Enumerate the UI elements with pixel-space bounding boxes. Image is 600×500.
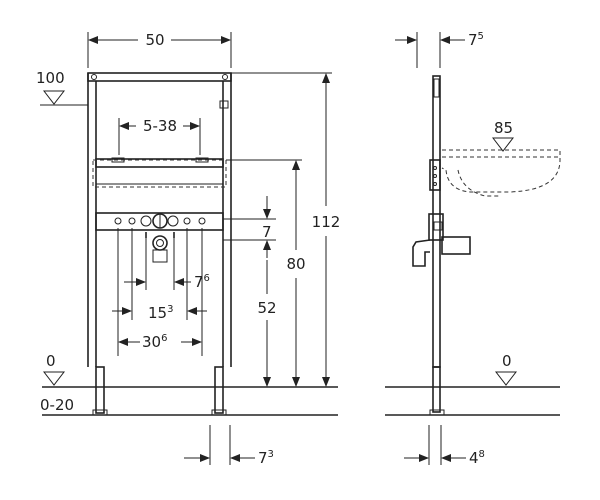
dim-side-foot-offset-label: 48	[469, 449, 485, 467]
dim-spacing-b: 153	[112, 304, 207, 322]
dim-height-mid-label: 80	[286, 255, 305, 273]
dim-range-inner: 5-38	[118, 117, 201, 155]
level-zero-marker: 0	[42, 352, 66, 386]
dim-height-total: 112	[312, 73, 341, 387]
dim-side-foot-offset: 48	[404, 425, 485, 467]
dim-height-mid: 80	[286, 160, 306, 387]
foot-range-label: 0-20	[40, 396, 74, 414]
level-basin-label: 85	[494, 119, 513, 137]
side-view: 75 85	[385, 31, 561, 467]
dim-height-total-label: 112	[312, 213, 341, 231]
dim-side-top-offset-label: 75	[468, 31, 484, 49]
basin-outline	[441, 149, 561, 197]
level-basin-marker: 85	[491, 119, 515, 152]
dim-range-inner-label: 5-38	[143, 117, 177, 135]
side-level-zero-marker: 0	[494, 352, 518, 386]
front-frame	[87, 72, 232, 416]
dim-spacing-a: 76	[124, 273, 210, 291]
dim-spacing-b-label: 153	[148, 304, 173, 322]
dim-height-low: 52	[257, 260, 277, 387]
dim-spacing-a-label: 76	[194, 273, 210, 291]
side-level-zero-label: 0	[502, 352, 512, 370]
dim-gap-small: 7	[262, 196, 272, 258]
level-top-label: 100	[36, 69, 65, 87]
dim-spacing-c-label: 306	[142, 333, 167, 351]
dim-gap-small-label: 7	[262, 223, 272, 241]
dim-foot-offset: 73	[184, 425, 274, 467]
dim-foot-offset-label: 73	[258, 449, 274, 467]
bolt-icon	[91, 74, 97, 80]
level-top-marker: 100	[36, 69, 88, 106]
level-triangle-icon	[494, 371, 518, 386]
dim-width: 50	[87, 31, 232, 68]
dim-height-low-label: 52	[257, 299, 276, 317]
label-plate-icon	[219, 100, 229, 109]
fitting-holes	[114, 213, 206, 229]
dim-spacing-c: 306	[118, 333, 202, 351]
level-triangle-icon	[42, 90, 66, 105]
side-frame	[412, 75, 471, 416]
level-triangle-icon	[491, 137, 515, 152]
level-triangle-icon	[42, 371, 66, 386]
drain-pipe	[441, 236, 471, 255]
drain-icon	[152, 235, 168, 251]
front-view: 50 100 5-38 112	[36, 31, 340, 467]
dim-width-label: 50	[145, 31, 164, 49]
dim-side-top-offset: 75	[395, 31, 484, 68]
bolt-icon	[222, 74, 228, 80]
level-zero-label: 0	[46, 352, 56, 370]
fitting-plate	[95, 212, 224, 231]
